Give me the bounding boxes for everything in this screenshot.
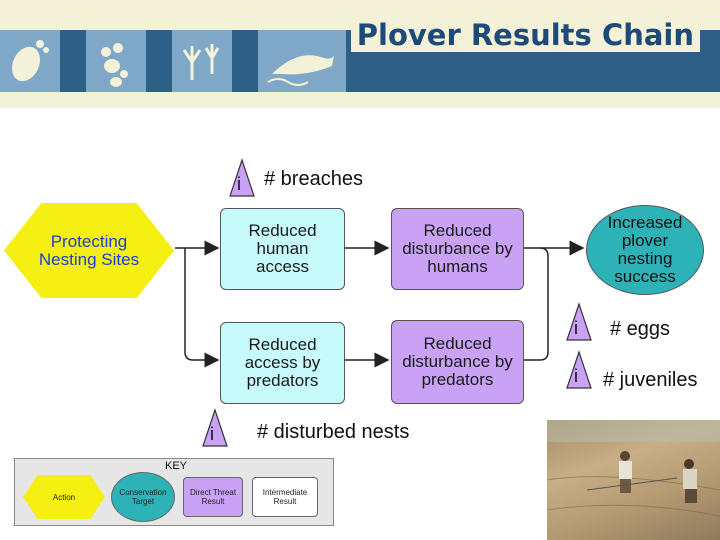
result-label: Reduced disturbance by predators	[402, 334, 513, 389]
indicator-triangle-breaches	[229, 158, 255, 197]
indicator-breaches: # breaches	[264, 168, 363, 190]
target-label: Increased plover nesting success	[607, 213, 683, 286]
result-label: Reduced disturbance by humans	[402, 221, 513, 276]
key-conservation-target: Conservation Target	[111, 472, 175, 522]
result-reduced-disturbance-humans: Reduced disturbance by humans	[391, 208, 524, 290]
result-label: Reduced human access	[248, 221, 317, 276]
beach-photo	[547, 420, 720, 540]
indicator-triangle-disturbed	[202, 408, 228, 447]
indicator-symbol-breaches: i	[237, 174, 241, 194]
header-banner: Plover Results Chain	[0, 0, 720, 108]
key-threat-label: Direct Threat Result	[189, 488, 237, 506]
result-reduced-disturbance-predators: Reduced disturbance by predators	[391, 320, 524, 404]
key-action-label: Action	[52, 492, 76, 502]
action-label: Protecting Nesting Sites	[38, 231, 140, 269]
indicator-eggs: # eggs	[610, 318, 671, 340]
indicator-symbol-eggs: i	[574, 318, 578, 338]
target-nesting-success: Increased plover nesting success	[586, 205, 704, 295]
key-intermediate-result: Intermediate Result	[252, 477, 318, 517]
fish-icon	[258, 30, 346, 92]
paw-prints-icon	[86, 30, 146, 92]
indicator-triangle-eggs	[566, 302, 592, 341]
key-intermediate-label: Intermediate Result	[262, 488, 308, 506]
indicator-juveniles: # juveniles	[603, 369, 698, 391]
bird-tracks-icon	[172, 30, 232, 92]
result-reduced-human-access: Reduced human access	[220, 208, 345, 290]
key-legend: KEY Action Conservation Target Direct Th…	[14, 458, 334, 526]
footprint-icon	[0, 30, 60, 92]
indicator-symbol-disturbed: i	[210, 424, 214, 444]
action-protecting-nesting-sites: Protecting Nesting Sites	[4, 203, 174, 298]
key-direct-threat-result: Direct Threat Result	[183, 477, 243, 517]
result-reduced-predator-access: Reduced access by predators	[220, 322, 345, 404]
key-target-label: Conservation Target	[119, 488, 167, 506]
indicator-disturbed-nests: # disturbed nests	[257, 421, 410, 443]
indicator-triangle-juveniles	[566, 350, 592, 389]
key-action: Action	[23, 475, 105, 519]
key-title: KEY	[165, 460, 188, 472]
page-title: Plover Results Chain	[350, 18, 700, 52]
indicator-symbol-juveniles: i	[574, 366, 578, 386]
beach-photo-image	[547, 420, 720, 517]
result-label: Reduced access by predators	[244, 335, 321, 390]
